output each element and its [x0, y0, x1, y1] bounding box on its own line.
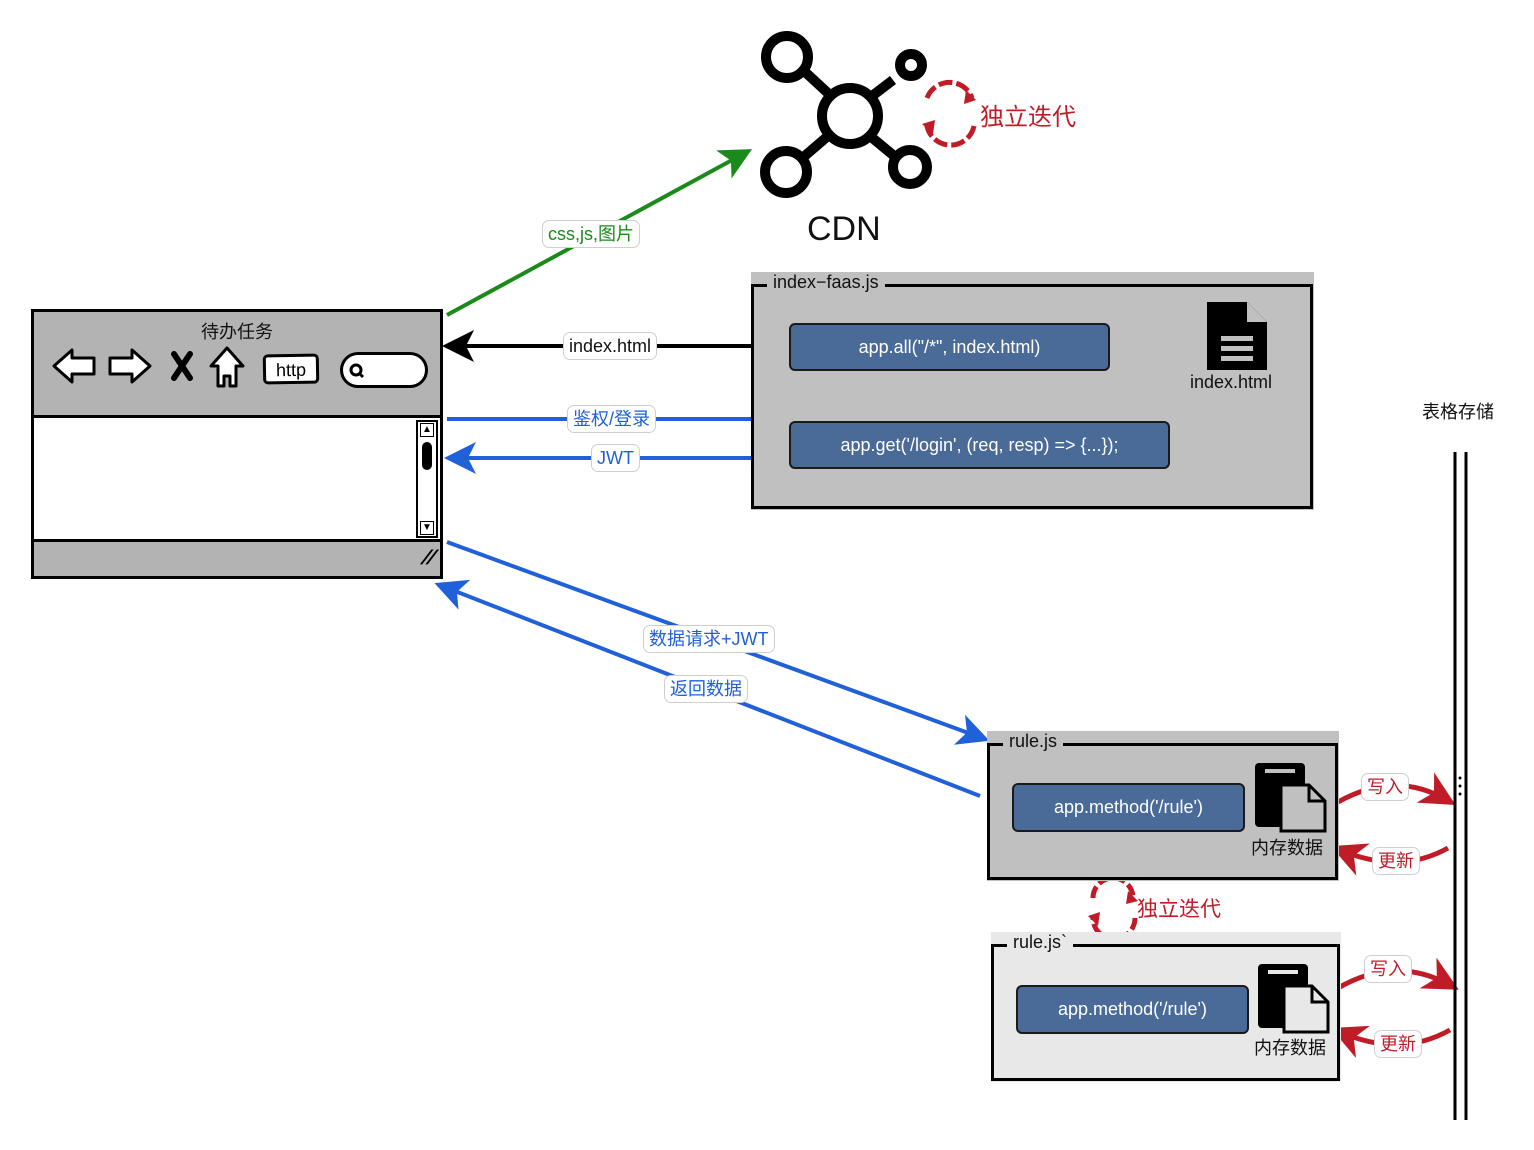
rule-panel: rule.js app.method('/rule') 内存数据 [987, 731, 1339, 881]
storage-dot [1458, 784, 1462, 788]
faas-panel: index−faas.js app.all("/*", index.html) … [751, 272, 1314, 510]
cdn-label: CDN [807, 210, 881, 248]
edge-label-jwt: JWT [591, 444, 640, 472]
cdn-cycle-label: 独立迭代 [980, 104, 1076, 131]
edge-label-write-1: 写入 [1361, 773, 1409, 801]
rule-next-route-box[interactable]: app.method('/rule') [1016, 985, 1249, 1034]
route-login-box[interactable]: app.get('/login', (req, resp) => {...}); [789, 421, 1170, 469]
storage-dot [1458, 792, 1462, 796]
rule-panel-title: rule.js [1003, 731, 1064, 751]
rule-route-box[interactable]: app.method('/rule') [1012, 783, 1245, 832]
rule-panel-border [987, 743, 1338, 880]
network-hub-icon [760, 31, 932, 198]
refresh-cycle-icon [922, 79, 977, 148]
rule-mem-caption: 内存数据 [1251, 838, 1323, 858]
faas-panel-title: index−faas.js [767, 272, 885, 292]
scroll-down-button[interactable]: ▼ [420, 521, 434, 535]
edge-label-index-html: index.html [563, 332, 658, 360]
browser-toolbar [52, 346, 245, 388]
refresh-cycle-icon [1088, 875, 1138, 942]
browser-title: 待办任务 [201, 322, 273, 342]
document-icon [1207, 302, 1267, 370]
forward-arrow-icon[interactable] [108, 348, 152, 384]
back-arrow-icon[interactable] [52, 348, 96, 384]
rule-cycle-label: 独立迭代 [1137, 898, 1221, 921]
edge-label-auth: 鉴权/登录 [567, 405, 657, 433]
memory-copy-icon [1258, 964, 1330, 1034]
memory-copy-icon [1255, 763, 1327, 833]
rule-next-mem-caption: 内存数据 [1254, 1038, 1326, 1058]
scroll-up-button[interactable]: ▲ [420, 423, 434, 437]
url-field[interactable]: http [262, 353, 320, 385]
edge-label-write-2: 写入 [1364, 955, 1412, 983]
rule-next-panel-border [991, 944, 1340, 1081]
search-input[interactable] [340, 352, 428, 388]
storage-dot [1458, 776, 1462, 780]
close-x-icon[interactable] [171, 351, 193, 381]
search-icon [349, 363, 365, 379]
resize-grip-icon[interactable]: // [416, 547, 441, 569]
edge-label-update-1: 更新 [1372, 847, 1420, 875]
faas-panel-border [751, 284, 1313, 509]
scrollbar[interactable]: ▲ ▼ [416, 420, 438, 538]
toolbar-divider [34, 415, 440, 418]
index-html-caption: index.html [1190, 372, 1273, 392]
browser-window: 待办任务 http ▲ ▼ // [31, 309, 443, 579]
edge-label-assets: css,js,图片 [542, 220, 641, 248]
scroll-thumb[interactable] [422, 442, 432, 470]
edge-label-update-2: 更新 [1374, 1030, 1422, 1058]
storage-label: 表格存储 [1422, 402, 1494, 422]
rule-next-panel-title: rule.js` [1007, 932, 1074, 952]
route-all-box[interactable]: app.all("/*", index.html) [789, 323, 1110, 371]
edge-label-data-request: 数据请求+JWT [643, 625, 775, 653]
edge-label-data-response: 返回数据 [664, 675, 748, 703]
home-icon[interactable] [209, 346, 245, 388]
rule-next-panel: rule.js` app.method('/rule') 内存数据 [991, 932, 1341, 1082]
browser-content: ▲ ▼ [34, 418, 440, 542]
